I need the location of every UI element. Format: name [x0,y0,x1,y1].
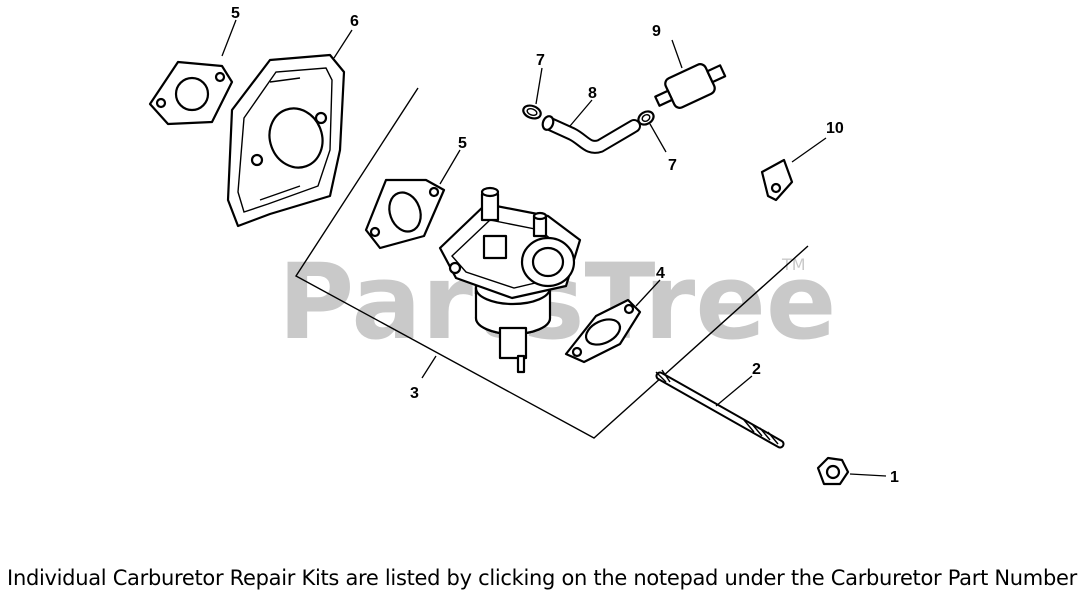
leader-line-5a [221,19,237,57]
callout-4-gasket-bottom[interactable]: 4 [656,265,665,282]
air-cleaner-base-part[interactable] [226,53,346,228]
hose-clamp-left-part[interactable] [521,103,542,120]
watermark-trademark: TM [781,255,806,274]
leader-line-9 [671,39,683,69]
callout-9-fuel-filter[interactable]: 9 [652,23,661,40]
callout-10-clip[interactable]: 10 [826,120,844,137]
callout-6-air-cleaner-base[interactable]: 6 [350,13,359,30]
assembly-bracket-outline [295,87,809,439]
callout-2-stud[interactable]: 2 [752,361,761,378]
stud-part[interactable] [655,369,785,449]
leader-line-4 [635,279,661,307]
gasket-bottom-part[interactable] [564,298,642,364]
callout-5-gasket-middle[interactable]: 5 [458,135,467,152]
leader-line-5b [439,149,461,185]
leader-line-6 [333,29,353,59]
leader-line-1 [849,473,887,477]
gasket-middle-part[interactable] [364,178,446,250]
fuel-filter-part[interactable] [651,56,730,115]
callout-8-fuel-line[interactable]: 8 [588,85,597,102]
nut-part[interactable] [816,456,850,486]
carburetor-part[interactable] [438,186,582,374]
clip-part[interactable] [760,158,794,202]
callout-3-carburetor[interactable]: 3 [410,385,419,402]
footer-note: Individual Carburetor Repair Kits are li… [7,566,1077,590]
callout-7-clamp-left[interactable]: 7 [536,52,545,69]
leader-line-2 [715,375,753,407]
fuel-line-part[interactable] [541,115,641,154]
leader-line-7a [535,67,543,105]
leader-line-8 [569,99,593,127]
leader-line-3 [421,355,437,379]
callout-5-gasket-top[interactable]: 5 [231,5,240,22]
callout-1-nut[interactable]: 1 [890,469,899,486]
leader-line-10 [791,137,827,163]
carburetor-exploded-diagram: PartsTree TM [148,5,899,486]
callout-7-clamp-right[interactable]: 7 [668,157,677,174]
leader-line-7b [649,123,667,153]
gasket-top-part[interactable] [148,60,234,126]
